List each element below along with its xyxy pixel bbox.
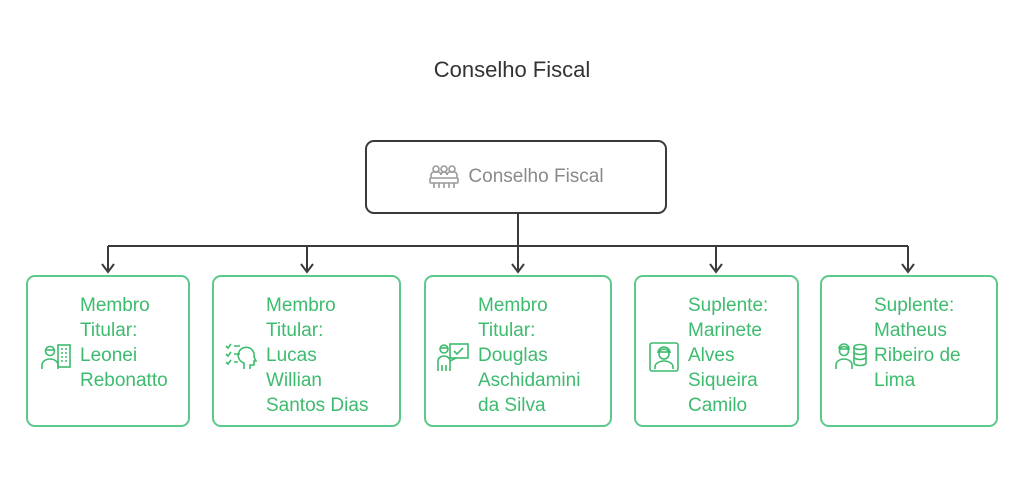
meeting-table-icon [428, 164, 460, 190]
member-node-5: Suplente: Matheus Ribeiro de Lima [820, 275, 998, 427]
presenter-check-icon [436, 341, 470, 373]
user-building-icon [40, 341, 72, 371]
head-checklist-icon [224, 341, 258, 371]
member-node-2: Membro Titular: Lucas Willian Santos Dia… [212, 275, 401, 427]
diagram-title: Conselho Fiscal [433, 57, 591, 82]
id-badge-icon [648, 341, 680, 373]
arrowhead-1 [101, 263, 115, 274]
arrowhead-2 [300, 263, 314, 274]
root-node-label: Conselho Fiscal [468, 166, 604, 187]
member-node-3: Membro Titular: Douglas Aschidamini da S… [424, 275, 612, 427]
arrowhead-5 [901, 263, 915, 274]
member-1-label: Membro Titular: Leonei Rebonatto [80, 295, 168, 391]
member-node-1: Membro Titular: Leonei Rebonatto [26, 275, 190, 427]
user-coins-icon [834, 341, 868, 371]
arrowhead-4 [709, 263, 723, 274]
member-3-label: Membro Titular: Douglas Aschidamini da S… [478, 295, 581, 416]
member-4-label: Suplente: Marinete Alves Siqueira Camilo [688, 295, 769, 416]
root-node: Conselho Fiscal [365, 140, 667, 214]
member-5-label: Suplente: Matheus Ribeiro de Lima [874, 295, 961, 391]
member-node-4: Suplente: Marinete Alves Siqueira Camilo [634, 275, 799, 427]
arrowhead-3 [511, 263, 525, 274]
member-2-label: Membro Titular: Lucas Willian Santos Dia… [266, 295, 369, 416]
